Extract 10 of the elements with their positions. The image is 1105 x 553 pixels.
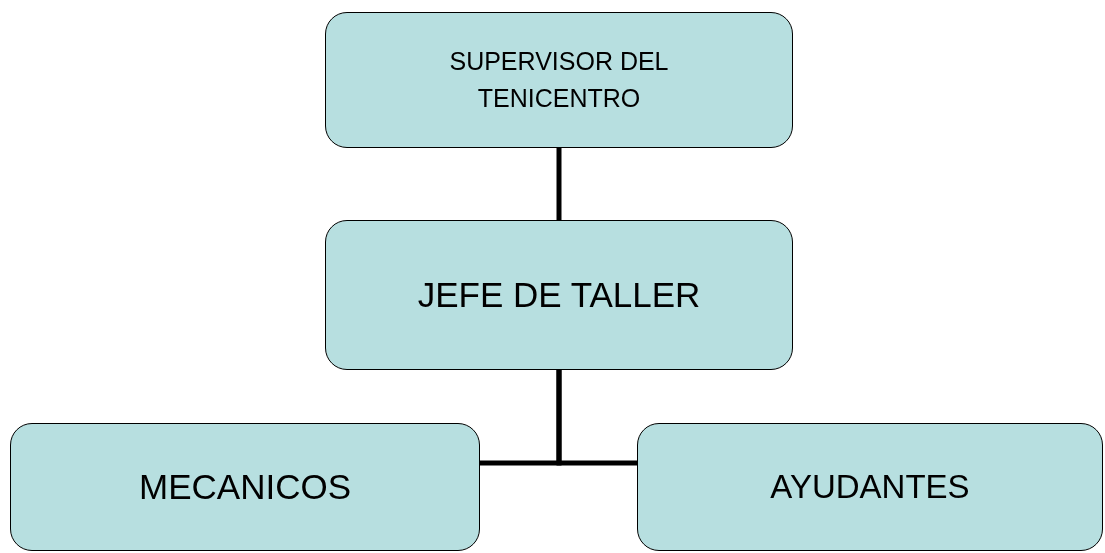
org-box	[10, 423, 480, 551]
org-box	[325, 12, 793, 148]
org-box	[637, 423, 1103, 551]
box-label: JEFE DE TALLER	[417, 273, 701, 316]
org-box	[325, 220, 793, 370]
box-label: MECANICOS	[139, 465, 351, 508]
box-label: SUPERVISOR DEL TENICENTRO	[448, 45, 670, 114]
connector-line	[556, 148, 562, 220]
connector-line	[556, 370, 637, 466]
box-label: AYUDANTES	[770, 467, 970, 508]
